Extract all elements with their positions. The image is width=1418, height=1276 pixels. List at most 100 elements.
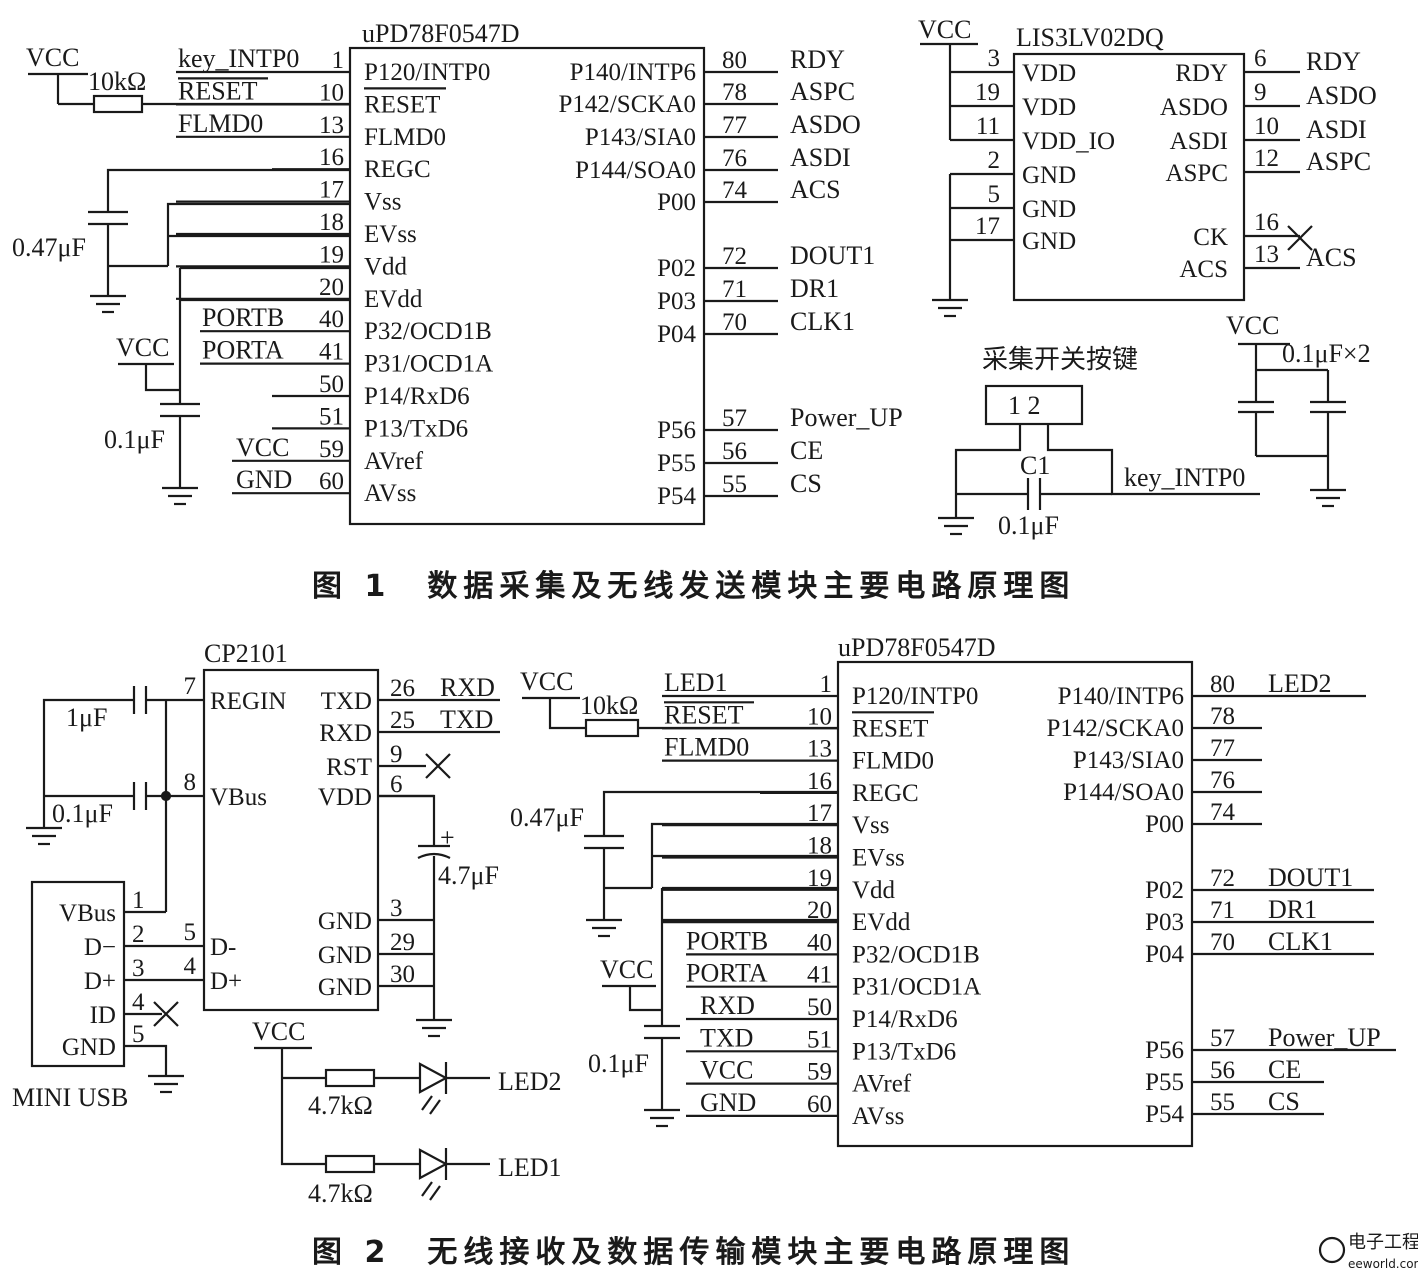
pin-name: D+ [210, 968, 242, 995]
net-label: GND [700, 1088, 756, 1117]
pin-name: Vdd [364, 253, 408, 280]
pin-name: P142/SCKA0 [558, 91, 696, 118]
pin-number: 10 [807, 703, 832, 730]
cap-047-label: 0.47μF [12, 233, 86, 262]
pin-name: P03 [657, 288, 696, 315]
pin-name: AVss [852, 1103, 904, 1130]
net-label: CS [790, 469, 822, 498]
pin-number: 20 [319, 274, 344, 301]
pin-name: GND [1022, 162, 1076, 189]
pin-name: RXD [319, 720, 372, 747]
pin-number: 40 [807, 929, 832, 956]
pin-name: VDD [318, 784, 372, 811]
pin-number: 25 [390, 707, 415, 734]
pin-name: P31/OCD1A [364, 351, 493, 378]
net-label: FLMD0 [664, 733, 749, 762]
watermark-cn: 电子工程世界 [1348, 1232, 1418, 1253]
mcu1-body [348, 46, 706, 526]
pin-number: 30 [390, 961, 415, 988]
pin-name: GND [1022, 228, 1076, 255]
pin-name: P00 [657, 189, 696, 216]
net-label: CLK1 [790, 307, 855, 336]
pin-number: 9 [1254, 79, 1267, 106]
pin-number: 18 [319, 209, 344, 236]
pin-number: 78 [1210, 703, 1235, 730]
vcc-label-6: VCC [600, 955, 653, 984]
pin-number: 60 [319, 468, 344, 495]
pin-name: REGC [364, 156, 431, 183]
watermark-en: eeworld.com.cn [1348, 1257, 1418, 1271]
pin-number: 56 [1210, 1057, 1235, 1084]
led2-net: LED2 [498, 1067, 562, 1096]
net-label: RXD [700, 991, 755, 1020]
pin-name: P04 [1145, 941, 1184, 968]
pin-number: 50 [319, 371, 344, 398]
pin-name: P02 [1145, 877, 1184, 904]
net-label: RESET [178, 76, 258, 105]
resistor-led2 [324, 1068, 376, 1088]
pin-number: 12 [1254, 145, 1279, 172]
net-label: PORTB [686, 926, 768, 955]
mcu1-name: uPD78F0547D [362, 19, 519, 48]
net-label: Power_UP [790, 403, 903, 432]
pin-name: AVref [364, 448, 424, 475]
pin-number: 13 [319, 112, 344, 139]
pin-name: EVdd [852, 909, 911, 936]
vcc-label-3: VCC [918, 15, 971, 44]
net-label: Power_UP [1268, 1023, 1381, 1052]
pin-number: 19 [975, 79, 1000, 106]
pin-number: 6 [390, 771, 403, 798]
pin-number: 60 [807, 1091, 832, 1118]
pin-number: 4 [184, 953, 197, 980]
pin-number: 5 [184, 919, 197, 946]
pin-name: VBus [59, 900, 116, 927]
pin-name: P14/RxD6 [852, 1006, 958, 1033]
pin-number: 74 [722, 177, 748, 204]
vcc-label-4: VCC [1226, 311, 1279, 340]
pin-name: P144/SOA0 [1063, 779, 1184, 806]
net-label: DR1 [1268, 895, 1317, 924]
pin-number: 55 [1210, 1089, 1235, 1116]
cp2101-name: CP2101 [204, 639, 288, 668]
net-label: LED1 [664, 668, 728, 697]
cap-047-2-label: 0.47μF [510, 803, 584, 832]
pin-number: 2 [988, 147, 1001, 174]
vcc-label-5: VCC [520, 667, 573, 696]
pin-name: P140/INTP6 [570, 59, 696, 86]
cap-plus-label: + [440, 823, 455, 852]
pin-number: 71 [1210, 897, 1235, 924]
mcu2-name: uPD78F0547D [838, 633, 995, 662]
net-label: TXD [700, 1023, 753, 1052]
pin-name: P13/TxD6 [364, 415, 468, 442]
led2-diode [418, 1062, 449, 1094]
pin-number: 17 [975, 213, 1000, 240]
pin-number: 76 [722, 145, 747, 172]
pin-name: P00 [1145, 811, 1184, 838]
pin-number: 77 [722, 112, 747, 139]
net-label: ASDO [1306, 81, 1377, 110]
pin-number: 1 [132, 887, 145, 914]
cap-01u-label: 0.1μF [52, 799, 113, 828]
net-label: RDY [1306, 47, 1361, 76]
cap-01-2-label: 0.1μF [588, 1049, 649, 1078]
pin-number: 40 [319, 306, 344, 333]
net-label: ASDO [790, 110, 861, 139]
pin-name: P143/SIA0 [585, 124, 696, 151]
resistor-10k [92, 94, 144, 114]
pin-number: 72 [722, 243, 747, 270]
net-label: PORTA [202, 336, 284, 365]
cap-1u-label: 1μF [66, 703, 107, 732]
net-label: PORTB [202, 303, 284, 332]
pin-name: D− [84, 934, 116, 961]
sensor-body [1012, 52, 1246, 302]
switch-pins: 1 2 [1008, 391, 1041, 420]
pin-number: 1 [332, 47, 345, 74]
pin-number: 41 [807, 962, 832, 989]
